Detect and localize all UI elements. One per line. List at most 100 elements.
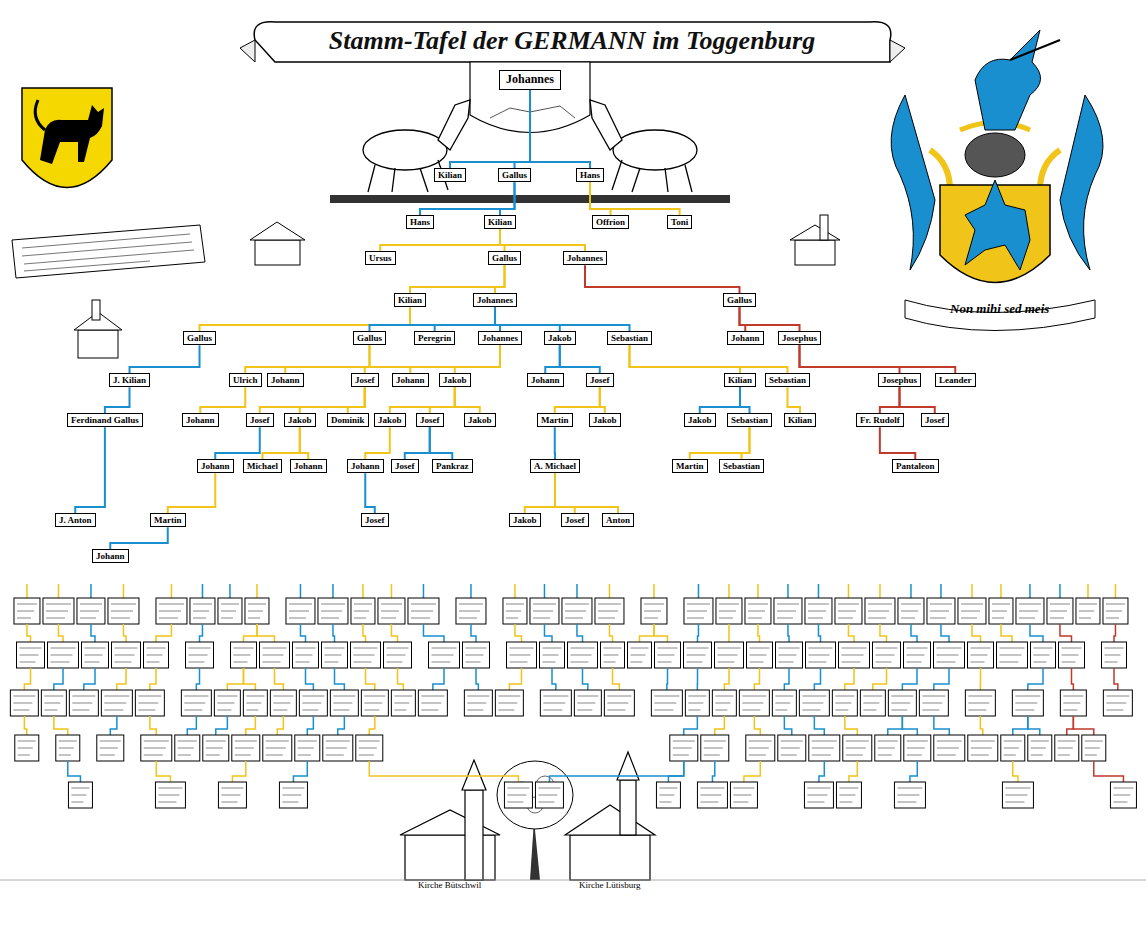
person-box: Toni [667,215,692,229]
person-box: Ulrich [229,373,262,387]
lineage-line [260,387,365,413]
person-box: Dominik [327,413,369,427]
person-name: Johann [186,415,215,425]
lineage-line [700,387,740,413]
person-box: Jakob [509,513,541,527]
person-box: Josef [351,373,379,387]
person-box: Kilian [434,168,466,182]
lineage-line [600,387,605,413]
person-name: Jakob [513,515,537,525]
person-name: Johann [271,375,300,385]
person-name: Peregrin [418,333,451,343]
person-box: J. Kilian [109,373,150,387]
person-name: Josef [590,375,610,385]
person-box: Fr. Rudolf [856,413,904,427]
person-box: Josef [561,513,589,527]
person-name: Josef [420,415,440,425]
person-name: Josef [395,461,415,471]
lineage-line [435,307,495,331]
lineage-line [555,473,618,513]
person-name: Kilian [438,170,462,180]
lineage-line [430,387,455,413]
person-name: Sebastian [611,333,648,343]
person-box: Kilian [784,413,816,427]
lineage-line [800,345,900,373]
person-name: Sebastian [731,415,768,425]
person-name: Johann [96,551,125,561]
person-box: Jakob [684,413,716,427]
person-name: Leander [939,375,972,385]
lineage-line [285,345,369,373]
lineage-line [545,345,559,373]
lineage-line [554,427,556,459]
person-box: Josephus [778,331,821,345]
lineage-line [300,387,365,413]
person-box: Johannes [473,293,517,307]
lineage-line [630,345,741,373]
lineage-line [300,427,309,459]
person-box: Josef [416,413,444,427]
person-name: Dominik [331,415,365,425]
person-box: Sebastian [727,413,772,427]
person-box: Jakob [284,413,316,427]
person-box: Kilian [484,215,516,229]
person-box: Johannes [563,251,607,265]
person-name: Fr. Rudolf [860,415,900,425]
lineage-line [900,387,935,413]
lineage-line [880,427,915,459]
person-name: Ferdinand Gallus [71,415,139,425]
person-name: Johann [351,461,380,471]
lineage-line [200,307,411,331]
person-name: Sebastian [769,375,806,385]
person-name: Hans [410,217,430,227]
lineage-line [585,265,740,293]
lineage-line [630,345,788,373]
lineage-line [105,387,130,413]
person-name: Josef [365,515,385,525]
person-name: Johann [294,461,323,471]
person-name: Kilian [488,217,512,227]
person-name: Martin [541,415,569,425]
person-name: Josephus [782,333,817,343]
person-box: Johann [197,459,234,473]
person-name: Gallus [727,295,752,305]
person-box: Hans [406,215,434,229]
person-box: Jakob [439,373,471,387]
person-box: Michael [243,459,282,473]
person-box: Josephus [878,373,921,387]
person-name: Johann [396,375,425,385]
lineage-line [515,90,531,168]
lineage-line [348,387,365,413]
person-name: A. Michael [534,461,576,471]
person-box: Kilian [394,293,426,307]
lineage-line [410,265,505,293]
person-name: J. Kilian [113,375,146,385]
person-box: Jakob [589,413,621,427]
person-name: Johann [201,461,230,471]
person-name: Josef [355,375,375,385]
person-box: Pantaleon [892,459,939,473]
person-name: J. Anton [59,515,92,525]
person-name: Johannes [477,295,513,305]
person-name: Kilian [398,295,422,305]
lineage-line [560,345,600,373]
person-name: Josephus [882,375,917,385]
person-box: Ferdinand Gallus [67,413,143,427]
person-box: Sebastian [607,331,652,345]
person-box: Jakob [544,331,576,345]
lineage-line [590,182,610,215]
person-name: Johannes [567,253,603,263]
person-box: Johannes [478,331,522,345]
person-box: Sebastian [719,459,764,473]
lineage-line [500,182,515,215]
person-box: Johann [347,459,384,473]
lineage-line [742,427,750,459]
person-name: Ursus [369,253,392,263]
lineage-line [245,345,369,373]
lineage-line [168,473,216,513]
lineage-line [495,307,630,331]
lineage-line [263,427,300,459]
person-box: Hans [576,168,604,182]
lineage-line [130,345,200,373]
lineage-line [455,345,500,373]
